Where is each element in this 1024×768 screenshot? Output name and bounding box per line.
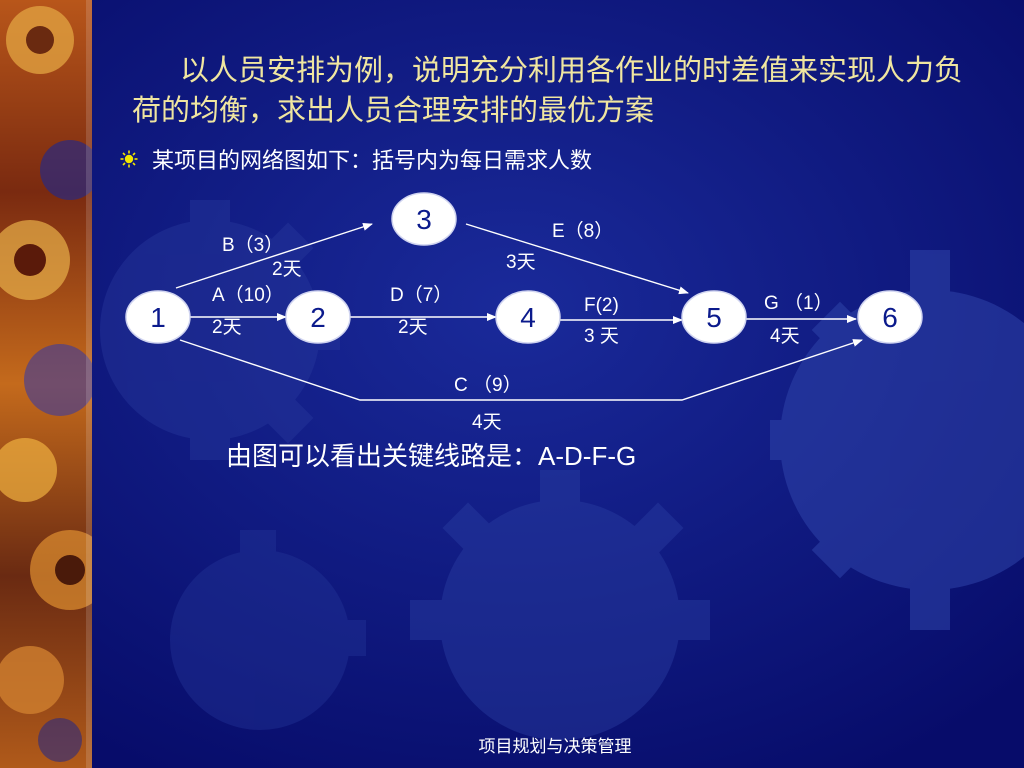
edge-label-activity: A（10） <box>212 284 284 306</box>
node-3: 3 <box>391 192 457 246</box>
edge-label-activity: B（3） <box>222 234 283 256</box>
node-6: 6 <box>857 290 923 344</box>
edge-label-duration: 4天 <box>472 412 502 433</box>
edge-1-3 <box>175 222 373 289</box>
edge-label-activity: D（7） <box>390 284 452 306</box>
node-label: 5 <box>706 302 722 333</box>
edge-label-activity: F(2) <box>584 295 619 316</box>
edge-label-duration: 2天 <box>398 317 428 338</box>
conclusion-prefix: 由图可以看出关键线路是： <box>226 442 539 472</box>
node-label: 1 <box>150 302 166 333</box>
critical-path-conclusion: 由图可以看出关键线路是：A-D-F-G <box>226 436 636 473</box>
gear-icon <box>410 470 710 740</box>
edge-label-duration: 4天 <box>770 326 800 347</box>
node-4: 4 <box>495 290 561 344</box>
edge-label-activity: C （9） <box>454 374 522 396</box>
node-2: 2 <box>285 290 351 344</box>
edge-label-duration: 3 天 <box>584 326 619 347</box>
node-label: 6 <box>882 302 898 333</box>
node-label: 2 <box>310 302 326 333</box>
critical-path: A-D-F-G <box>538 441 637 471</box>
edge-1-6 <box>179 339 863 401</box>
edge-label-duration: 3天 <box>506 252 536 273</box>
gear-icon <box>170 530 366 730</box>
slide-footer: 项目规划与决策管理 <box>478 737 632 757</box>
node-1: 1 <box>125 290 191 344</box>
bullet-item: 某项目的网络图如下：括号内为每日需求人数 <box>120 143 592 175</box>
bullet-text: 某项目的网络图如下：括号内为每日需求人数 <box>152 149 593 174</box>
decorative-gear-strip <box>0 0 92 768</box>
edge-3-5 <box>465 223 689 295</box>
node-5: 5 <box>681 290 747 344</box>
slide-title: 以人员安排为例，说明充分利用各作业的时差值来实现人力负荷的均衡，求出人员合理安排… <box>132 53 964 127</box>
edge-label-activity: E（8） <box>552 220 613 242</box>
edge-label-activity: G （1） <box>764 292 833 314</box>
sun-bullet-icon <box>120 150 138 168</box>
node-label: 3 <box>416 204 432 235</box>
edge-label-duration: 2天 <box>272 259 302 280</box>
edge-label-duration: 2天 <box>212 317 242 338</box>
gear-icon <box>770 250 1024 630</box>
node-label: 4 <box>520 302 536 333</box>
